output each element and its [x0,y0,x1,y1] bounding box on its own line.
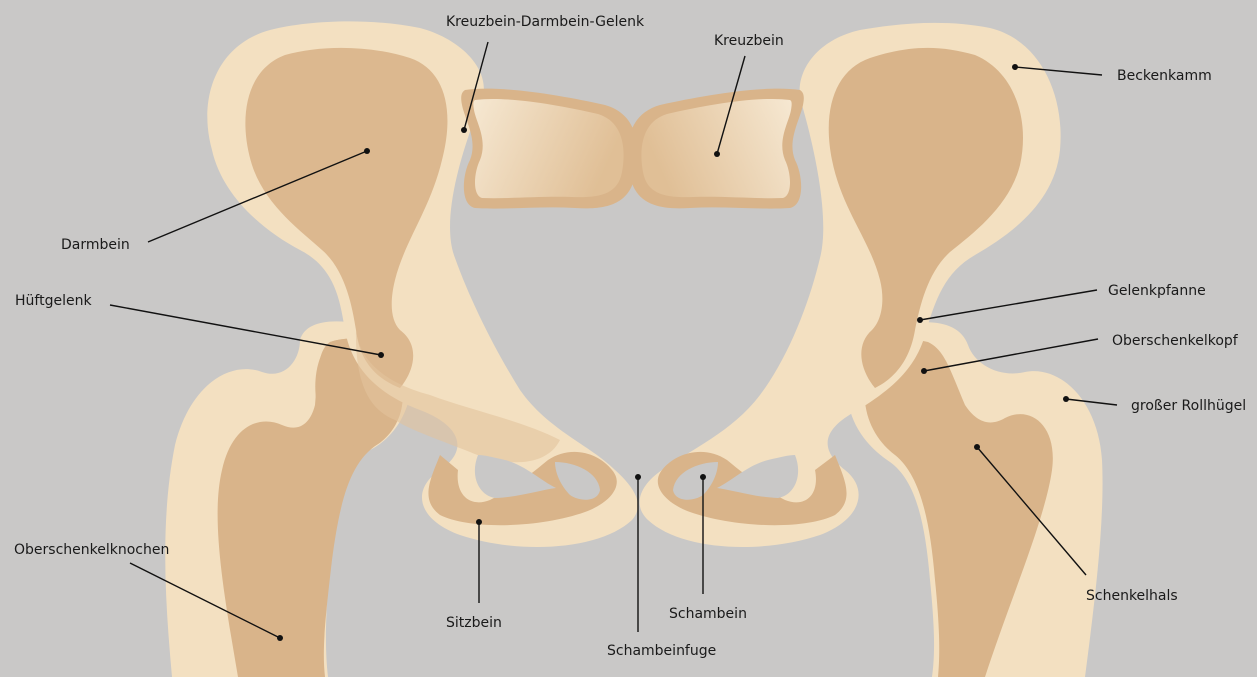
label-darmbein: Darmbein [61,237,130,253]
label-kreuzbein-darmbein-gelenk: Kreuzbein-Darmbein-Gelenk [446,14,645,30]
dot-kreuzbein [714,151,720,157]
dot-schenkelhals [974,444,980,450]
dot-gelenkpfanne [917,317,923,323]
label-oberschenkelknochen: Oberschenkelknochen [14,542,169,558]
dot-darmbein [364,148,370,154]
label-oberschenkelkopf: Oberschenkelkopf [1112,333,1239,349]
dot-schambein [700,474,706,480]
dot-beckenkamm [1012,64,1018,70]
dot-grosser-rollhuegel [1063,396,1069,402]
label-beckenkamm: Beckenkamm [1117,68,1212,84]
label-grosser-rollhuegel: großer Rollhügel [1131,398,1246,414]
label-schambein: Schambein [669,606,747,622]
dot-sitzbein [476,519,482,525]
dot-kreuzbein-darmbein-gelenk [461,127,467,133]
label-gelenkpfanne: Gelenkpfanne [1108,283,1206,299]
label-schenkelhals: Schenkelhals [1086,588,1178,604]
dot-oberschenkelknochen [277,635,283,641]
label-schambeinfuge: Schambeinfuge [607,643,716,659]
dot-schambeinfuge [635,474,641,480]
dot-oberschenkelkopf [921,368,927,374]
label-sitzbein: Sitzbein [446,615,502,631]
label-kreuzbein: Kreuzbein [714,33,784,49]
label-hueftgelenk: Hüftgelenk [15,293,92,309]
dot-hueftgelenk [378,352,384,358]
